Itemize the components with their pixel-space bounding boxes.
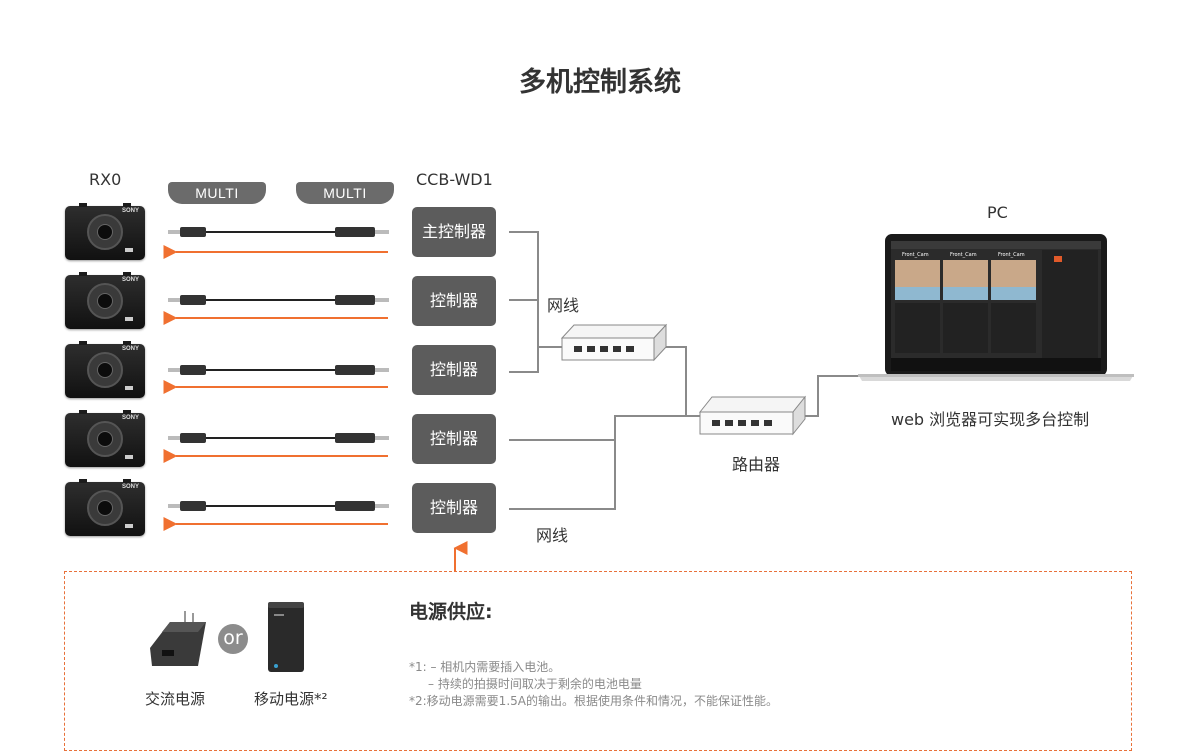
multi-cable — [168, 227, 389, 237]
network-switch — [560, 323, 668, 362]
note-2: *2:移动电源需要1.5A的输出。根据使用条件和情况，不能保证性能。 — [409, 694, 778, 708]
multi-cable — [168, 501, 389, 511]
router-label: 路由器 — [732, 455, 781, 474]
mobile-battery-icon — [268, 602, 304, 672]
mobile-power-label: 移动电源*² — [254, 690, 328, 708]
screen-cam-label: Front_Cam — [950, 252, 977, 258]
camera-lens — [87, 490, 123, 526]
camera-brand: SONY — [121, 346, 139, 352]
camera-brand: SONY — [121, 277, 139, 283]
screen-cam-label: Front_Cam — [998, 252, 1025, 258]
note-1-sub: – 持续的拍摄时间取决于剩余的电池电量 — [428, 677, 642, 691]
camera-lens — [87, 352, 123, 388]
camera-brand: SONY — [121, 415, 139, 421]
controller: 控制器 — [412, 414, 496, 464]
multi-tag-2: MULTI — [296, 182, 394, 204]
controller-main: 主控制器 — [412, 207, 496, 257]
network-cable-label: 网线 — [536, 526, 569, 545]
camera-rx0: SONY — [65, 341, 145, 398]
multi-cable — [168, 295, 389, 305]
page-title: 多机控制系统 — [519, 67, 681, 98]
pc-label: PC — [987, 203, 1008, 222]
camera-rx0: SONY — [65, 410, 145, 467]
screen-cam-label: Front_Cam — [902, 252, 929, 258]
camera-lens — [87, 283, 123, 319]
power-heading: 电源供应: — [409, 601, 493, 623]
laptop-pc — [858, 234, 1134, 381]
camera-lens — [87, 214, 123, 250]
multi-cable — [168, 365, 389, 375]
or-badge: or — [218, 624, 248, 654]
router-device — [698, 395, 807, 436]
camera-rx0: SONY — [65, 479, 145, 536]
camera-rx0: SONY — [65, 203, 145, 260]
power-supply-panel — [64, 571, 1132, 751]
ccb-label: CCB-WD1 — [416, 170, 493, 189]
camera-brand: SONY — [121, 208, 139, 214]
controller: 控制器 — [412, 345, 496, 395]
rx0-label: RX0 — [89, 170, 122, 189]
ac-power-label: 交流电源 — [145, 690, 206, 708]
controller: 控制器 — [412, 276, 496, 326]
network-cable-label: 网线 — [547, 296, 580, 315]
multi-tag-1: MULTI — [168, 182, 266, 204]
camera-brand: SONY — [121, 484, 139, 490]
multi-cable — [168, 433, 389, 443]
camera-rx0: SONY — [65, 272, 145, 329]
network-lines — [509, 231, 860, 510]
note-1: *1: – 相机内需要插入电池。 — [409, 660, 561, 674]
controller: 控制器 — [412, 483, 496, 533]
web-control-label: web 浏览器可实现多台控制 — [891, 410, 1090, 429]
ac-adapter-icon — [150, 611, 206, 666]
camera-lens — [87, 421, 123, 457]
